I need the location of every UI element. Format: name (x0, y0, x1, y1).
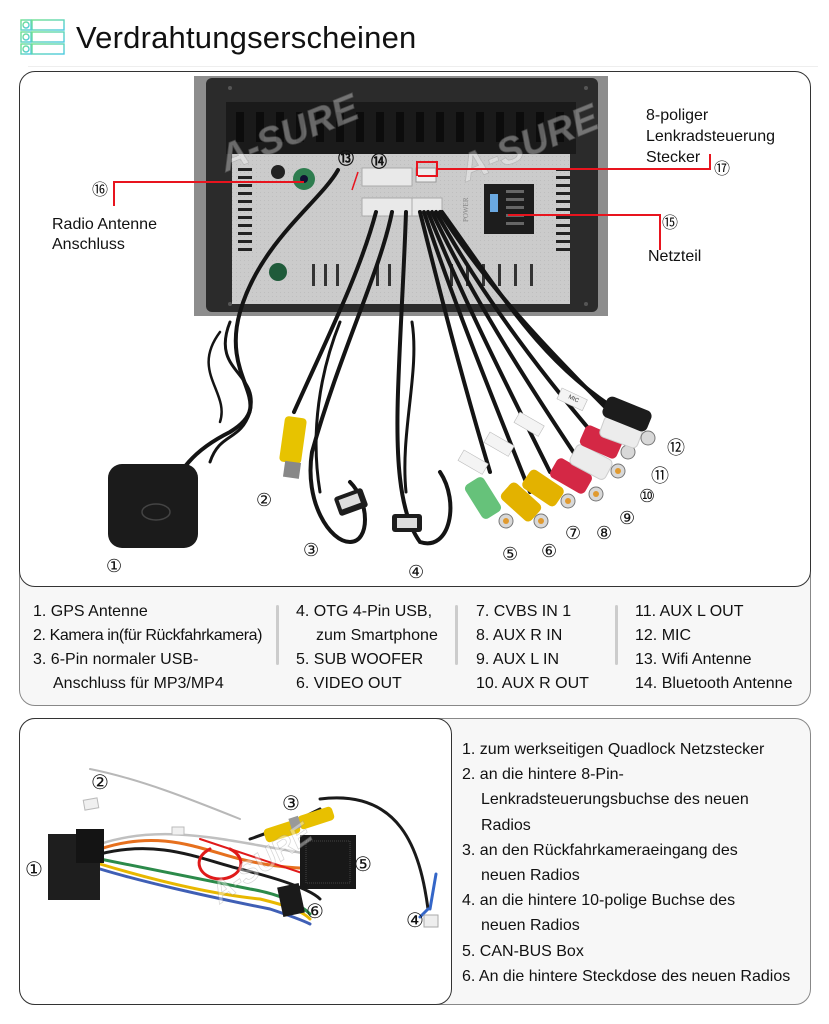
legend-item: Anschluss für MP3/MP4 (53, 675, 224, 692)
steering-plug-label-line2: Lenkradsteuerung (646, 128, 775, 145)
legend-item: 8. AUX R IN (476, 627, 563, 644)
steering-plug-label-line3: Stecker (646, 149, 701, 166)
page-header: Verdrahtungserscheinen (0, 0, 829, 67)
marker-4: ④ (408, 562, 425, 582)
legend-item: 4. OTG 4-Pin USB, (296, 603, 433, 620)
steering-plug (82, 797, 100, 811)
marker-7: ⑦ (565, 523, 582, 543)
harness-photo: A-SURE (48, 768, 439, 928)
callout-lines (113, 154, 711, 250)
legend-item: 10. AUX R OUT (476, 675, 589, 692)
harness-legend-item: Radios (481, 816, 531, 834)
callout-16-label: Radio Antenne Anschluss (52, 215, 157, 255)
legend-item: 3. 6-Pin normaler USB- (33, 651, 199, 668)
camera-rca (263, 806, 335, 843)
harness-legend-item: 5. CAN-BUS Box (462, 942, 584, 960)
power-label: POWER (462, 197, 470, 222)
quadlock-connector (48, 829, 104, 900)
legend-column-4: 11. AUX L OUT 12. MIC 13. Wifi Antenne 1… (635, 600, 792, 696)
callout-15-number: ⑮ (662, 215, 679, 232)
mic-jack-12 (602, 396, 652, 432)
page-title: Verdrahtungserscheinen (76, 20, 417, 55)
legend-item: 2. Kamera in(für Rückfahrkamera) (33, 627, 263, 644)
radio-back-photo-panel: POWER A-SURE A-SURE (19, 71, 811, 587)
callout-15-label: Netzteil (648, 248, 702, 265)
usb-connector-3 (334, 488, 368, 516)
marker-9: ⑨ (619, 508, 636, 528)
usb-connector-4 (392, 514, 422, 532)
steering-plug-label-line1: 8-poliger (646, 107, 709, 124)
rca-plug-9 (569, 444, 626, 480)
legend-separator (615, 605, 618, 665)
legend-item: 13. Wifi Antenne (635, 651, 752, 668)
harness-marker-2: ② (91, 772, 109, 794)
marker-11: ⑪ (651, 466, 669, 486)
legend-item: 14. Bluetooth Antenne (635, 675, 793, 692)
radio-antenna-label-line1: Radio Antenne (52, 216, 157, 233)
title-divider (28, 66, 818, 67)
harness-legend-item: 6. An die hintere Steckdose des neuen Ra… (462, 967, 791, 985)
marker-1: ① (106, 556, 123, 576)
harness-marker-4: ④ (406, 910, 424, 932)
harness-legend-item: Lenkradsteuerungsbuchse des neuen (481, 791, 749, 809)
harness-legend-item: 2. an die hintere 8-Pin- (462, 766, 624, 784)
harness-legend-item: 1. zum werkseitigen Quadlock Netzstecker (462, 741, 765, 758)
legend-item: 1. GPS Antenne (33, 603, 148, 620)
harness-legend-item: 3. an den Rückfahrkameraeingang des (462, 841, 738, 859)
list-icon (20, 19, 65, 55)
marker-12: ⑫ (667, 438, 685, 458)
radio-unit: POWER (194, 76, 608, 316)
rca-plug-8 (550, 458, 604, 502)
harness-legend-item: neuen Radios (481, 917, 580, 935)
harness-photo-panel: A-SURE ① ② ③ ④ ⑤ ⑥ (19, 718, 452, 1005)
legend-item: 5. SUB WOOFER (296, 651, 424, 668)
marker-5: ⑤ (502, 544, 519, 564)
radio-antenna-label-line2: Anschluss (52, 236, 125, 253)
legend-item: 7. CVBS IN 1 (476, 603, 572, 620)
legend-item: 11. AUX L OUT (635, 603, 744, 620)
marker-2: ② (256, 490, 273, 510)
gps-antenna (108, 464, 198, 548)
legend-item: 12. MIC (635, 627, 692, 644)
marker-3: ③ (303, 540, 320, 560)
rca-plug-7 (522, 469, 576, 509)
harness-legend-item: 4. an die hintere 10-polige Buchse des (462, 892, 736, 910)
callout-13-number: ⑬ (338, 151, 355, 168)
legend-separator (455, 605, 458, 665)
callout-17-label: 8-poliger Lenkradsteuerung Stecker (646, 105, 775, 168)
harness-marker-1: ① (25, 859, 43, 881)
marker-10: ⑩ (639, 486, 656, 506)
legend-item: zum Smartphone (316, 627, 438, 644)
harness-marker-3: ③ (282, 793, 300, 815)
harness-legend-list: 1. zum werkseitigen Quadlock Netzstecker… (462, 737, 790, 989)
marker-8: ⑧ (596, 523, 613, 543)
rca-plug-10 (579, 425, 636, 460)
radio-socket-connector (277, 883, 305, 917)
ten-pin-plug (423, 914, 439, 928)
harness-marker-6: ⑥ (306, 901, 324, 923)
callout-14-number: ⑭ (371, 154, 388, 171)
callout-17-number: ⑰ (714, 161, 731, 178)
legend-separator (276, 605, 279, 665)
legend-column-1: 1. GPS Antenne 2. Kamera in(für Rückfahr… (33, 600, 262, 696)
callout-16-number: ⑯ (92, 182, 109, 199)
camera-rca-connector (279, 416, 307, 479)
radio-back-photo: POWER A-SURE A-SURE (108, 76, 711, 548)
harness-legend-item: neuen Radios (481, 867, 580, 885)
legend-item: 9. AUX L IN (476, 651, 559, 668)
mic-tag: MIC (567, 394, 580, 404)
legend-column-3: 7. CVBS IN 1 8. AUX R IN 9. AUX L IN 10.… (476, 600, 589, 696)
legend-item: 6. VIDEO OUT (296, 675, 402, 692)
rca-plug-6 (500, 482, 549, 529)
rca-plug-5 (464, 477, 514, 529)
rca-plug-11 (599, 415, 656, 449)
legend-column-2: 4. OTG 4-Pin USB, zum Smartphone 5. SUB … (296, 600, 438, 696)
canbus-box (300, 835, 356, 889)
harness-marker-5: ⑤ (354, 854, 372, 876)
marker-6: ⑥ (541, 541, 558, 561)
